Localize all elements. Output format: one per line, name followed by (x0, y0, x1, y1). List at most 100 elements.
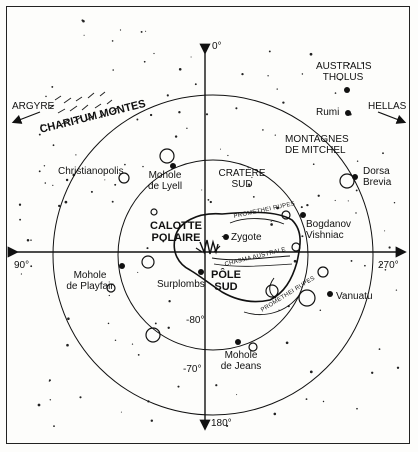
speckle-dot (75, 154, 77, 156)
speckle-dot (285, 341, 289, 345)
speckle-dot (58, 204, 61, 208)
speckle-dot (64, 200, 68, 204)
speckle-dot (112, 69, 114, 71)
speckle-dot (52, 144, 55, 147)
promethei-rupes-arc-bottom (243, 293, 301, 315)
speckle-dot (300, 206, 303, 209)
bogdanov-vishniac-label: Bogdanov Vishniac (306, 219, 351, 241)
speckle-dot (19, 218, 22, 221)
mohole-de-lyell-marker (170, 163, 176, 169)
speckle-dot (273, 412, 277, 416)
speckle-dot (384, 269, 387, 271)
speckle-dot (379, 263, 382, 265)
speckle-dot (276, 88, 278, 90)
speckle-dot (348, 62, 350, 65)
crater (248, 342, 258, 352)
speckle-dot (37, 403, 41, 407)
speckle-dot (247, 183, 251, 186)
australis-line-1: AUSTRALIS (316, 61, 372, 72)
christianopolis-label: Christianopolis (58, 166, 124, 177)
crater (291, 242, 301, 252)
place-markers (119, 87, 358, 345)
speckle-dot (334, 199, 336, 202)
chasma-australe-line-2 (213, 263, 293, 267)
crater (281, 210, 291, 220)
speckle-dot (364, 264, 366, 267)
speckle-dot (38, 170, 41, 173)
australis-tholus-marker (344, 87, 350, 93)
speckle-dot (350, 259, 353, 262)
argyre-arrow (11, 111, 41, 124)
speckle-dot (339, 78, 342, 81)
rumi-label: Rumi (316, 107, 340, 118)
mohole-de-jeans-label: Mohole de Jeans (216, 350, 266, 372)
speckle-dot (120, 411, 122, 413)
dorsa-brevia-label: Dorsa Brevia (363, 166, 391, 188)
speckle-dot (114, 339, 117, 342)
terrain-speckle (18, 19, 400, 428)
axis-label-bottom: 180° (211, 418, 232, 429)
dorsa-line-2: Brevia (363, 177, 392, 188)
speckle-dot (282, 101, 285, 104)
speckle-dot (119, 29, 122, 31)
speckle-dot (301, 73, 304, 75)
speckle-dot (150, 419, 154, 422)
chasma-australe-line (211, 255, 291, 261)
surplombs-marker (198, 269, 204, 275)
speckle-dot (209, 200, 212, 204)
zygote-marker (223, 234, 229, 240)
axis-label-left: 90° (14, 260, 30, 271)
speckle-dot (83, 34, 85, 36)
promethei-rupes-arc-top (229, 218, 285, 225)
speckle-dot (382, 152, 384, 155)
speckle-dot (149, 113, 153, 117)
crater-group (106, 148, 355, 352)
speckle-dot (207, 198, 210, 201)
charitum-montes-hatch (49, 91, 118, 125)
speckle-dot (140, 30, 143, 33)
speckle-dot (301, 235, 304, 238)
speckle-dot (262, 129, 264, 131)
zygote-label: Zygote (231, 232, 262, 243)
mohole-de-jeans-marker (235, 339, 241, 345)
speckle-dot (104, 179, 106, 181)
australis-tholus-label: AUSTRALIS THOLUS (316, 61, 372, 83)
speckle-dot (20, 273, 22, 275)
axis-label-right: 270° (378, 260, 399, 271)
speckle-dot (252, 195, 255, 198)
speckle-dot (178, 111, 181, 114)
speckle-dot (270, 220, 272, 222)
speckle-dot (166, 94, 169, 97)
crater (150, 208, 158, 216)
speckle-dot (270, 223, 273, 226)
speckle-dot (227, 154, 229, 157)
mitchel-line-1: MONTAGNES (285, 134, 349, 145)
speckle-dot (305, 398, 308, 400)
crater (298, 289, 316, 307)
speckle-dot (205, 113, 209, 116)
cratere-sud-label: CRATÈRE SUD (216, 168, 268, 190)
hellas-label: HELLAS (368, 101, 407, 112)
surplombs-label: Surplombs (157, 279, 205, 290)
calotte-polaire-label: CALOTTE POLAIRE (146, 220, 206, 244)
rumi-marker (345, 110, 351, 116)
dorsa-line-1: Dorsa (363, 166, 390, 177)
bogdanov-marker (300, 212, 306, 218)
speckle-dot (274, 134, 276, 136)
speckle-dot (395, 289, 398, 291)
speckle-dot (317, 194, 320, 197)
speckle-dot (53, 425, 55, 428)
speckle-dot (30, 265, 33, 268)
pole-sud-label: PÔLE SUD (206, 269, 246, 293)
speckle-dot (44, 182, 47, 184)
speckle-dot (108, 294, 110, 297)
speckle-dot (51, 85, 54, 88)
speckle-dot (49, 399, 52, 401)
speckle-dot (137, 353, 140, 356)
crater (339, 173, 355, 189)
speckle-dot (52, 184, 54, 186)
speckle-dot (18, 203, 22, 206)
calotte-line-1: CALOTTE (150, 220, 202, 232)
speckle-dot (384, 230, 386, 232)
